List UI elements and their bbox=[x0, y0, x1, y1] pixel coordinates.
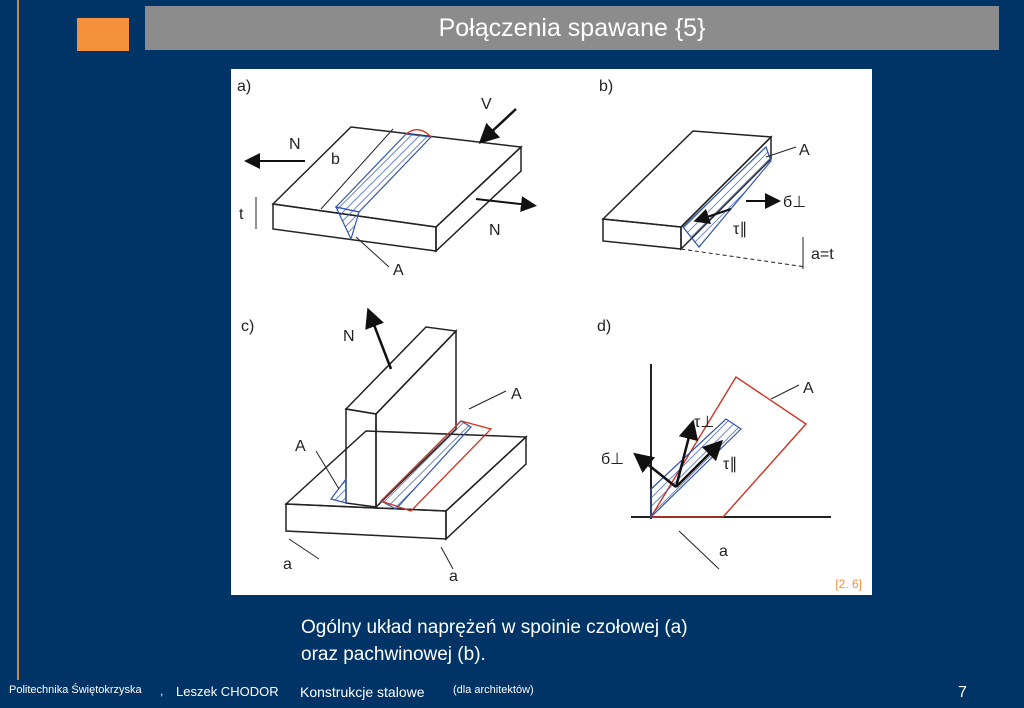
footer-author: Leszek CHODOR bbox=[176, 684, 279, 699]
label-N-left: N bbox=[289, 136, 301, 153]
panel-b-label: b) bbox=[599, 78, 613, 95]
orange-accent-box bbox=[77, 18, 129, 51]
label-at: a=t bbox=[811, 246, 834, 263]
label-sigma-d: б⊥ bbox=[601, 451, 624, 468]
panel-a-label: a) bbox=[237, 78, 251, 95]
panel-d: d) б⊥ τ⊥ τ∥ A a bbox=[597, 318, 831, 570]
label-tau-b: τ∥ bbox=[733, 221, 747, 238]
figure-caption: Ogólny układ naprężeń w spoinie czołowej… bbox=[301, 614, 781, 668]
footer-subtitle: (dla architektów) bbox=[453, 684, 534, 696]
label-sigma-b: б⊥ bbox=[783, 194, 806, 211]
panel-c: c) N A A a a bbox=[241, 307, 528, 585]
caption-line-1: Ogólny układ naprężeń w spoinie czołowej… bbox=[301, 617, 688, 638]
label-tau-perp-d: τ⊥ bbox=[694, 414, 714, 431]
panel-a: a) N b N V t A bbox=[237, 78, 537, 279]
weld-diagram: a) N b N V t A b) bbox=[237, 78, 834, 585]
label-tau-par-d: τ∥ bbox=[723, 456, 737, 473]
left-accent-line bbox=[17, 0, 19, 680]
panel-d-label: d) bbox=[597, 318, 611, 335]
page-number: 7 bbox=[958, 684, 967, 701]
label-A-c-left: A bbox=[295, 438, 306, 455]
slide-footer: Politechnika Świętokrzyska , Leszek CHOD… bbox=[0, 684, 1024, 708]
label-t: t bbox=[239, 206, 244, 223]
label-N-c: N bbox=[343, 328, 355, 345]
label-b: b bbox=[331, 151, 340, 168]
label-a-c-right: a bbox=[449, 568, 458, 585]
panel-b: b) a=t б⊥ τ∥ A bbox=[599, 78, 834, 269]
label-A-a: A bbox=[393, 262, 404, 279]
footer-institution: Politechnika Świętokrzyska bbox=[9, 684, 142, 696]
label-N-right: N bbox=[489, 222, 501, 239]
caption-line-2: oraz pachwinowej (b). bbox=[301, 644, 486, 665]
label-a-c-left: a bbox=[283, 556, 292, 573]
figure-citation: [2. 6] bbox=[835, 577, 862, 591]
label-A-d: A bbox=[803, 380, 814, 397]
footer-separator: , bbox=[160, 684, 164, 698]
label-A-b: A bbox=[799, 142, 810, 159]
slide-title: Połączenia spawane {5} bbox=[145, 6, 999, 50]
panel-c-label: c) bbox=[241, 318, 254, 335]
label-V: V bbox=[481, 96, 492, 113]
label-A-c-right: A bbox=[511, 386, 522, 403]
label-a-d: a bbox=[719, 543, 728, 560]
weld-stress-figure: a) N b N V t A b) bbox=[231, 69, 872, 595]
footer-course: Konstrukcje stalowe bbox=[300, 684, 425, 700]
